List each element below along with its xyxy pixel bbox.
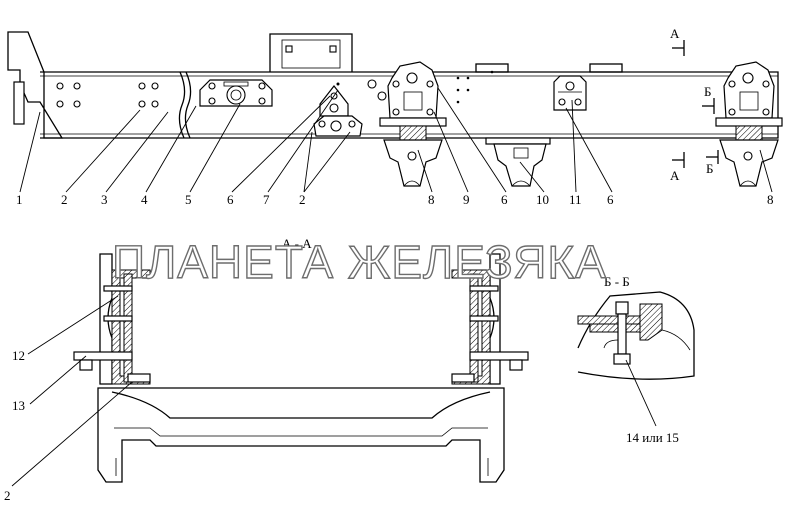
bb-nut [613, 353, 631, 365]
callout-1: 1 [16, 192, 23, 207]
leader-lines-top [19, 87, 773, 193]
bb-bolt-head [615, 301, 629, 315]
rivet-dots [456, 70, 494, 104]
bb-bolt-shank [617, 313, 627, 355]
channel-left [111, 269, 151, 385]
callout-9: 9 [463, 192, 470, 207]
section-aa-view: А - А [4, 236, 529, 503]
bb-bracket-section [639, 303, 663, 341]
section-letter-b-top: Б [704, 84, 711, 99]
leader-13 [29, 355, 87, 405]
callout-13: 13 [12, 398, 25, 413]
bolts-left [73, 285, 151, 383]
section-bb-title: Б - Б [604, 274, 630, 289]
callout-10: 10 [536, 192, 549, 207]
callout-14-or-15: 14 или 15 [626, 430, 679, 445]
section-letter-a-bottom: А [670, 168, 680, 183]
watermark-text: ПЛАНЕТА ЖЕЛЕЗЯКА [112, 236, 607, 288]
callout-6c: 6 [607, 192, 614, 207]
callout-11: 11 [569, 192, 582, 207]
leader-14-15 [625, 359, 657, 427]
callout-6b: 6 [501, 192, 508, 207]
spring-bracket-left [367, 61, 447, 187]
section-marker-aa-bottom: А [670, 152, 685, 183]
section-letter-b-bottom: Б [706, 161, 713, 176]
bb-plate-top [577, 315, 641, 325]
callout-4: 4 [141, 192, 148, 207]
bracket-5 [199, 79, 273, 107]
callout-6: 6 [227, 192, 234, 207]
cross-member-body [97, 387, 505, 483]
front-bracket [7, 31, 64, 139]
front-bumper-plate [13, 81, 25, 125]
callout-12: 12 [12, 348, 25, 363]
callout-5: 5 [185, 192, 192, 207]
section-marker-bb-top: Б [702, 84, 715, 114]
leader-2-aa [11, 381, 133, 487]
section-marker-aa-top: А [670, 26, 685, 56]
bb-plate-mid [589, 323, 641, 333]
break-line-left-2 [184, 71, 192, 139]
callouts-top: 1 2 3 4 5 6 7 2 8 9 6 10 11 6 8 [16, 192, 774, 207]
bolt-holes-front [56, 82, 159, 108]
spring-bracket-right [715, 61, 783, 187]
channel-right [451, 269, 491, 385]
callout-2: 2 [61, 192, 68, 207]
section-bb-view: Б - Б 14 или 15 [577, 274, 695, 445]
callout-3: 3 [101, 192, 108, 207]
top-mounting-plate [269, 33, 353, 72]
top-tab-2 [589, 63, 623, 73]
section-marker-bb-bottom: Б [706, 150, 719, 176]
bracket-2-lower [313, 115, 363, 137]
callout-2-aa: 2 [4, 488, 11, 503]
hanger-10 [485, 137, 551, 187]
bolts-right [451, 285, 529, 383]
callout-2b: 2 [299, 192, 306, 207]
callout-8: 8 [428, 192, 435, 207]
cross-member-arch [111, 391, 491, 419]
bracket-11 [553, 75, 587, 111]
bracket-7 [319, 82, 349, 117]
callout-7: 7 [263, 192, 270, 207]
leader-12 [27, 295, 119, 355]
frame-side-member-view: А А Б Б [7, 26, 783, 207]
section-letter-a-top: А [670, 26, 680, 41]
section-aa-title: А - А [282, 236, 312, 251]
callout-8b: 8 [767, 192, 774, 207]
break-line-left [178, 71, 186, 139]
